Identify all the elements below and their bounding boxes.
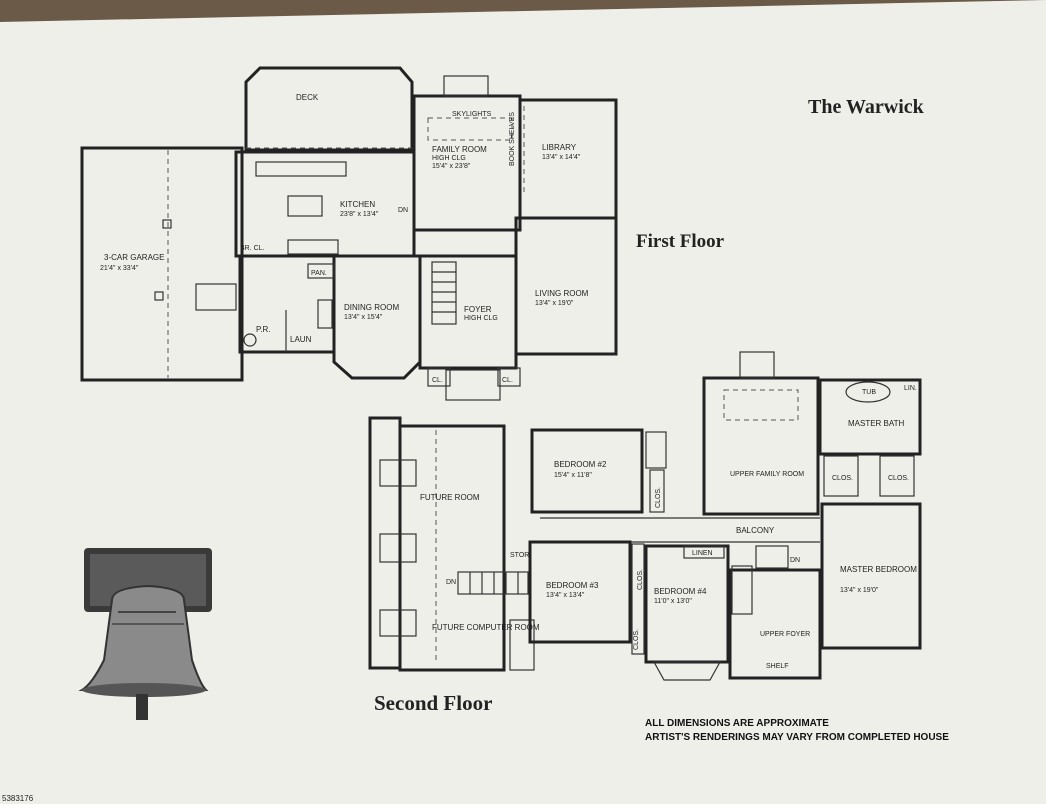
balcony-label: BALCONY [736,526,775,535]
linen-label: LINEN [692,550,713,557]
tub-label: TUB [862,389,876,396]
family-room-note: HIGH CLG [432,155,466,162]
library-dims: 13'4" x 14'4" [542,154,581,161]
bookshelves-label: BOOK SHELVES [509,112,516,166]
second-floor-heading: Second Floor [374,691,492,715]
skylights-label: SKYLIGHTS [452,111,492,118]
down-stairs-label: DN [398,207,408,214]
foyer-label: FOYER [464,305,492,314]
garage-dims: 21'4" x 33'4" [100,265,139,272]
pantry-label: PAN. [311,270,327,277]
closet-label-b: CLOS. [888,475,909,482]
foyer-note: HIGH CLG [464,315,498,322]
disclaimer-line-1: ALL DIMENSIONS ARE APPROXIMATE [645,718,829,729]
first-floor-plan [80,66,618,401]
dining-room-dims: 13'4" x 15'4" [344,314,383,321]
broom-closet-label: BR. CL. [240,245,265,252]
upper-family-room-label: UPPER FAMILY ROOM [730,471,804,478]
dining-room-outline [332,254,422,380]
liberty-bell-illustration [78,548,212,720]
storage-label: STOR. [510,552,531,559]
master-bedroom-outline [820,502,922,650]
bedroom-2-label: BEDROOM #2 [554,460,607,469]
master-bath-outline [818,378,922,456]
upper-foyer-label: UPPER FOYER [760,631,810,638]
master-bedroom-dims: 13'4" x 19'0" [840,587,879,594]
linen-closet-label: LIN. [904,385,917,392]
kitchen-label: KITCHEN [340,200,375,209]
library-label: LIBRARY [542,143,577,152]
bedroom-3-dims: 13'4" x 13'4" [546,592,585,599]
bedroom-4-dims: 11'0" x 13'0" [654,598,692,605]
closet-label-c: CLOS. [655,487,662,508]
closet-label-2: CL. [502,377,513,384]
listing-id: 5383176 [2,794,34,803]
down-stairs-label-2a: DN [446,579,456,586]
closet-label-a: CLOS. [832,475,853,482]
shelf-label: SHELF [766,663,789,670]
future-computer-room-label: FUTURE COMPUTER ROOM [432,623,540,632]
kitchen-dims: 23'8" x 13'4" [340,211,379,218]
bedroom-4-label: BEDROOM #4 [654,587,707,596]
powder-room-label: P.R. [256,325,271,334]
deck-outline [244,66,414,152]
living-room-label: LIVING ROOM [535,289,589,298]
laundry-label: LAUN [290,335,312,344]
closet-label-d: CLOS. [637,569,644,590]
deck-label: DECK [296,93,319,102]
service-area-outline [238,254,336,354]
plan-title: The Warwick [808,96,925,118]
master-bath-label: MASTER BATH [848,419,905,428]
bedroom-2-outline [530,428,644,514]
bedroom-2-dims: 15'4" x 11'8" [554,472,592,479]
closet-label-e: CLOS. [633,629,640,650]
closet-label-1: CL. [432,377,443,384]
garage-outline [80,146,244,382]
family-room-label: FAMILY ROOM [432,145,487,154]
bedroom-3-label: BEDROOM #3 [546,581,599,590]
master-bedroom-label: MASTER BEDROOM [840,565,917,574]
dining-room-label: DINING ROOM [344,303,399,312]
second-floor-plan [368,351,922,681]
family-room-dims: 15'4" x 23'8" [432,163,471,170]
future-room-label: FUTURE ROOM [420,493,480,502]
disclaimer-line-2: ARTIST'S RENDERINGS MAY VARY FROM COMPLE… [645,732,949,743]
future-room-outline [398,424,506,672]
bedroom-3-outline [528,540,632,644]
living-room-dims: 13'4" x 19'0" [535,300,574,307]
upper-foyer-outline [728,568,822,680]
first-floor-heading: First Floor [636,231,725,252]
garage-label: 3-CAR GARAGE [104,253,164,262]
down-stairs-label-2b: DN [790,557,800,564]
